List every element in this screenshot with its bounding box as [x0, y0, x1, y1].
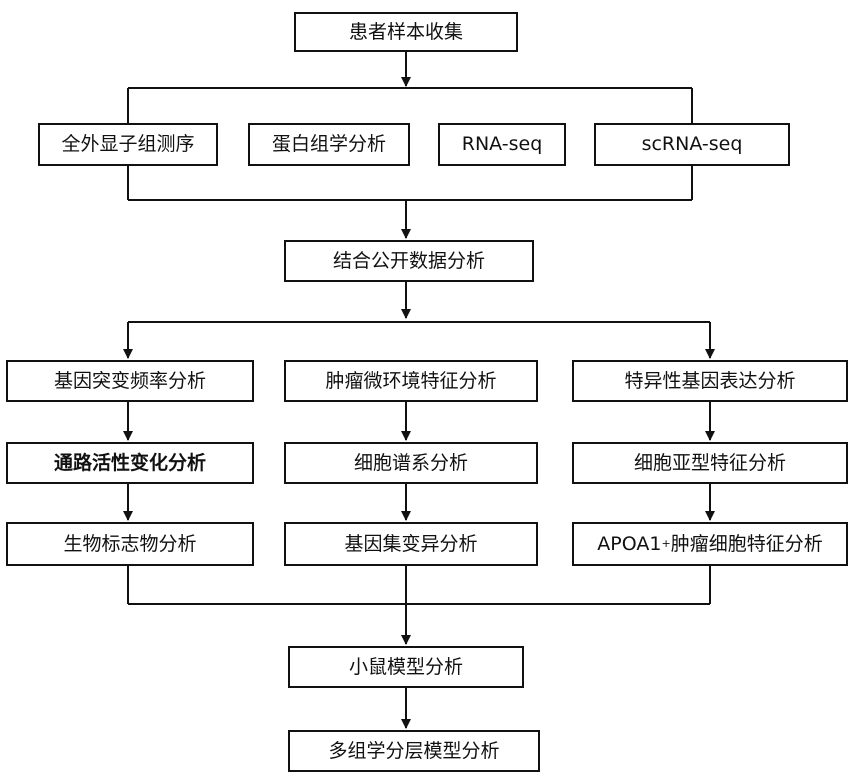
node-rna-seq: RNA-seq [438, 123, 566, 166]
node-gene-set-variation: 基因集变异分析 [284, 522, 538, 566]
node-whole-exome-sequencing: 全外显子组测序 [38, 123, 218, 166]
apoa1-label-tail: 肿瘤细胞特征分析 [670, 532, 823, 555]
node-multiomics-model: 多组学分层模型分析 [288, 730, 540, 772]
node-apoa1-tumor-cell: APOA1+肿瘤细胞特征分析 [572, 522, 848, 566]
node-public-data-analysis: 结合公开数据分析 [284, 240, 534, 282]
node-scrna-seq: scRNA-seq [594, 123, 790, 166]
node-cell-lineage: 细胞谱系分析 [284, 442, 538, 484]
node-specific-gene-expression: 特异性基因表达分析 [572, 360, 848, 402]
node-sample-collection: 患者样本收集 [294, 12, 518, 52]
node-mouse-model: 小鼠模型分析 [288, 646, 524, 688]
node-pathway-activity: 通路活性变化分析 [6, 442, 254, 484]
node-gene-mutation-frequency: 基因突变频率分析 [6, 360, 254, 402]
node-biomarker-analysis: 生物标志物分析 [6, 522, 254, 566]
node-proteomics-analysis: 蛋白组学分析 [248, 123, 410, 166]
node-tumor-microenvironment: 肿瘤微环境特征分析 [284, 360, 538, 402]
node-cell-subtype: 细胞亚型特征分析 [572, 442, 848, 484]
apoa1-label: APOA1 [597, 532, 662, 555]
